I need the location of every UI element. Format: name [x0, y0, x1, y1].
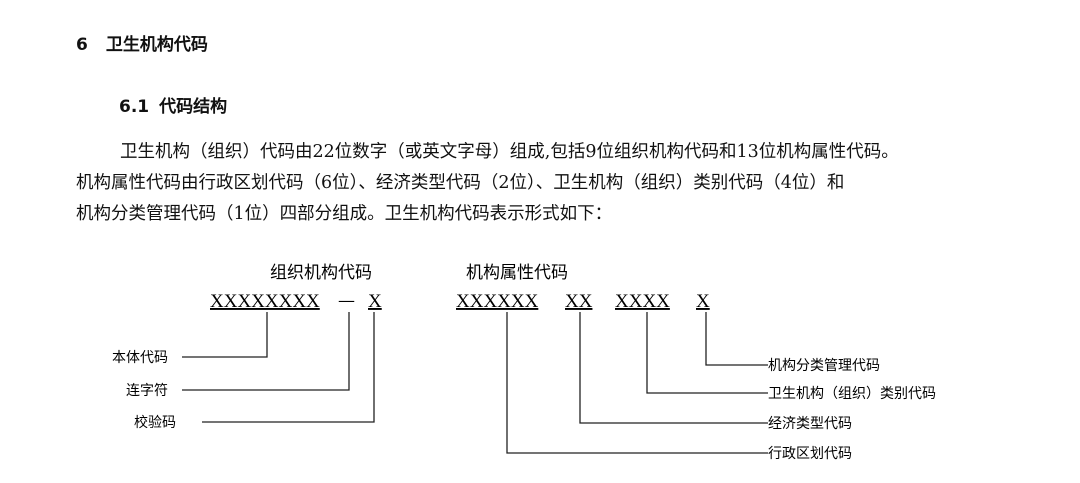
paragraph-line-2: 机构属性代码由行政区划代码（6位）、经济类型代码（2位）、卫生机构（组织）类别代…: [76, 173, 845, 193]
attr-region-code: XXXXXX: [456, 291, 539, 312]
hyphen-connector: [182, 312, 350, 391]
attr-connectors: [506, 312, 768, 454]
category-code-connector: [646, 312, 768, 394]
subsection-number: 6.1: [119, 97, 150, 117]
manage-code-connector: [705, 312, 768, 366]
label-region-code: 行政区划代码: [768, 446, 852, 462]
label-hyphen: 连字符: [126, 383, 168, 399]
attr-economy-code: XX: [565, 291, 593, 312]
label-body-code: 本体代码: [112, 350, 168, 366]
check-code-connector: [202, 312, 375, 423]
body-code-connector: [182, 312, 268, 358]
label-category-code: 卫生机构（组织）类别代码: [768, 386, 936, 402]
org-code-caption: 组织机构代码: [270, 263, 372, 283]
attr-category-code: XXXX: [615, 291, 670, 312]
org-body-code: XXXXXXXX: [210, 291, 320, 312]
attr-code-caption: 机构属性代码: [466, 263, 568, 283]
region-code-connector: [506, 312, 768, 454]
attr-manage-code: X: [696, 291, 710, 312]
section-heading: 6 卫生机构代码: [76, 30, 208, 55]
subsection-heading: 6.1 代码结构: [119, 92, 227, 117]
org-hyphen: —: [338, 291, 355, 311]
body-paragraph: 卫生机构（组织）代码由22位数字（或英文字母）组成,包括9位组织机构代码和13位…: [76, 137, 1016, 230]
org-connectors: [182, 312, 375, 423]
economy-code-connector: [579, 312, 768, 424]
section-title: 卫生机构代码: [105, 35, 208, 55]
label-economy-code: 经济类型代码: [768, 416, 852, 432]
paragraph-line-3: 机构分类管理代码（1位）四部分组成。卫生机构代码表示形式如下：: [76, 204, 613, 224]
paragraph-line-1: 卫生机构（组织）代码由22位数字（或英文字母）组成,包括9位组织机构代码和13位…: [120, 142, 899, 162]
label-check-code: 校验码: [134, 414, 176, 431]
label-manage-code: 机构分类管理代码: [768, 358, 880, 374]
subsection-title: 代码结构: [159, 97, 228, 117]
org-check-code: X: [368, 291, 382, 312]
section-number: 6: [76, 35, 88, 55]
